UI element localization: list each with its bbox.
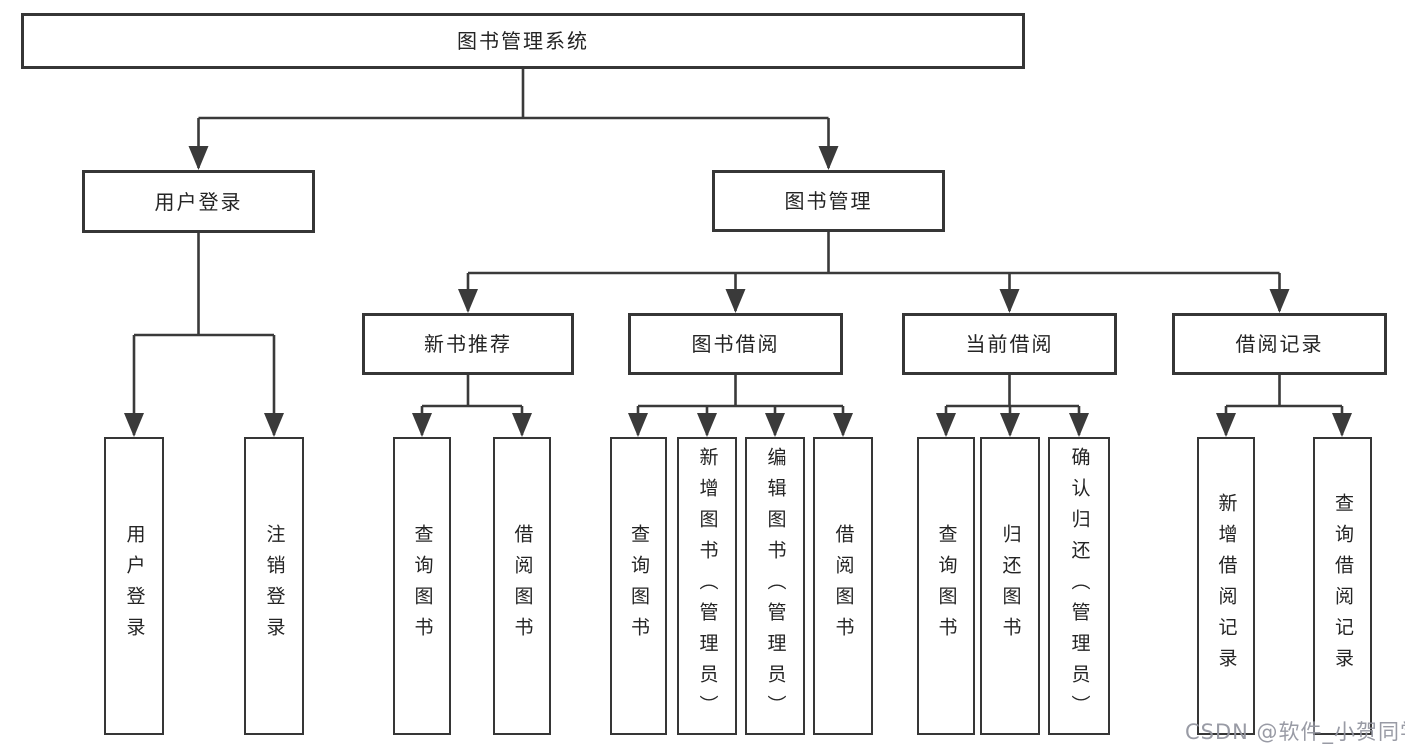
node-leaf-edit-books-admin: 编辑图书（管理员）: [745, 437, 805, 735]
node-leaf-borrow-books-recommend: 借阅图书: [493, 437, 551, 735]
node-leaf-confirm-return-admin: 确认归还（管理员）: [1048, 437, 1110, 735]
node-leaf-query-books-borrowing: 查询图书: [610, 437, 667, 735]
node-current-borrowing: 当前借阅: [902, 313, 1117, 375]
node-leaf-logout: 注销登录: [244, 437, 304, 735]
node-leaf-add-books-admin: 新增图书（管理员）: [677, 437, 737, 735]
node-leaf-user-login: 用户登录: [104, 437, 164, 735]
arrowheads: [124, 146, 1352, 437]
node-leaf-query-borrow-record: 查询借阅记录: [1313, 437, 1372, 735]
node-library-management-system: 图书管理系统: [21, 13, 1025, 69]
node-leaf-borrow-books: 借阅图书: [813, 437, 873, 735]
node-leaf-add-borrow-record: 新增借阅记录: [1197, 437, 1255, 735]
node-user-login: 用户登录: [82, 170, 315, 233]
node-leaf-return-books: 归还图书: [980, 437, 1040, 735]
node-borrow-records: 借阅记录: [1172, 313, 1387, 375]
connector-path: [132, 69, 1344, 435]
csdn-watermark: CSDN @软件_小贺同学: [1185, 720, 1405, 744]
node-leaf-query-books-recommend: 查询图书: [393, 437, 451, 735]
node-leaf-query-books-current: 查询图书: [917, 437, 975, 735]
node-book-borrowing: 图书借阅: [628, 313, 843, 375]
node-book-management: 图书管理: [712, 170, 945, 232]
node-new-book-recommendation: 新书推荐: [362, 313, 574, 375]
